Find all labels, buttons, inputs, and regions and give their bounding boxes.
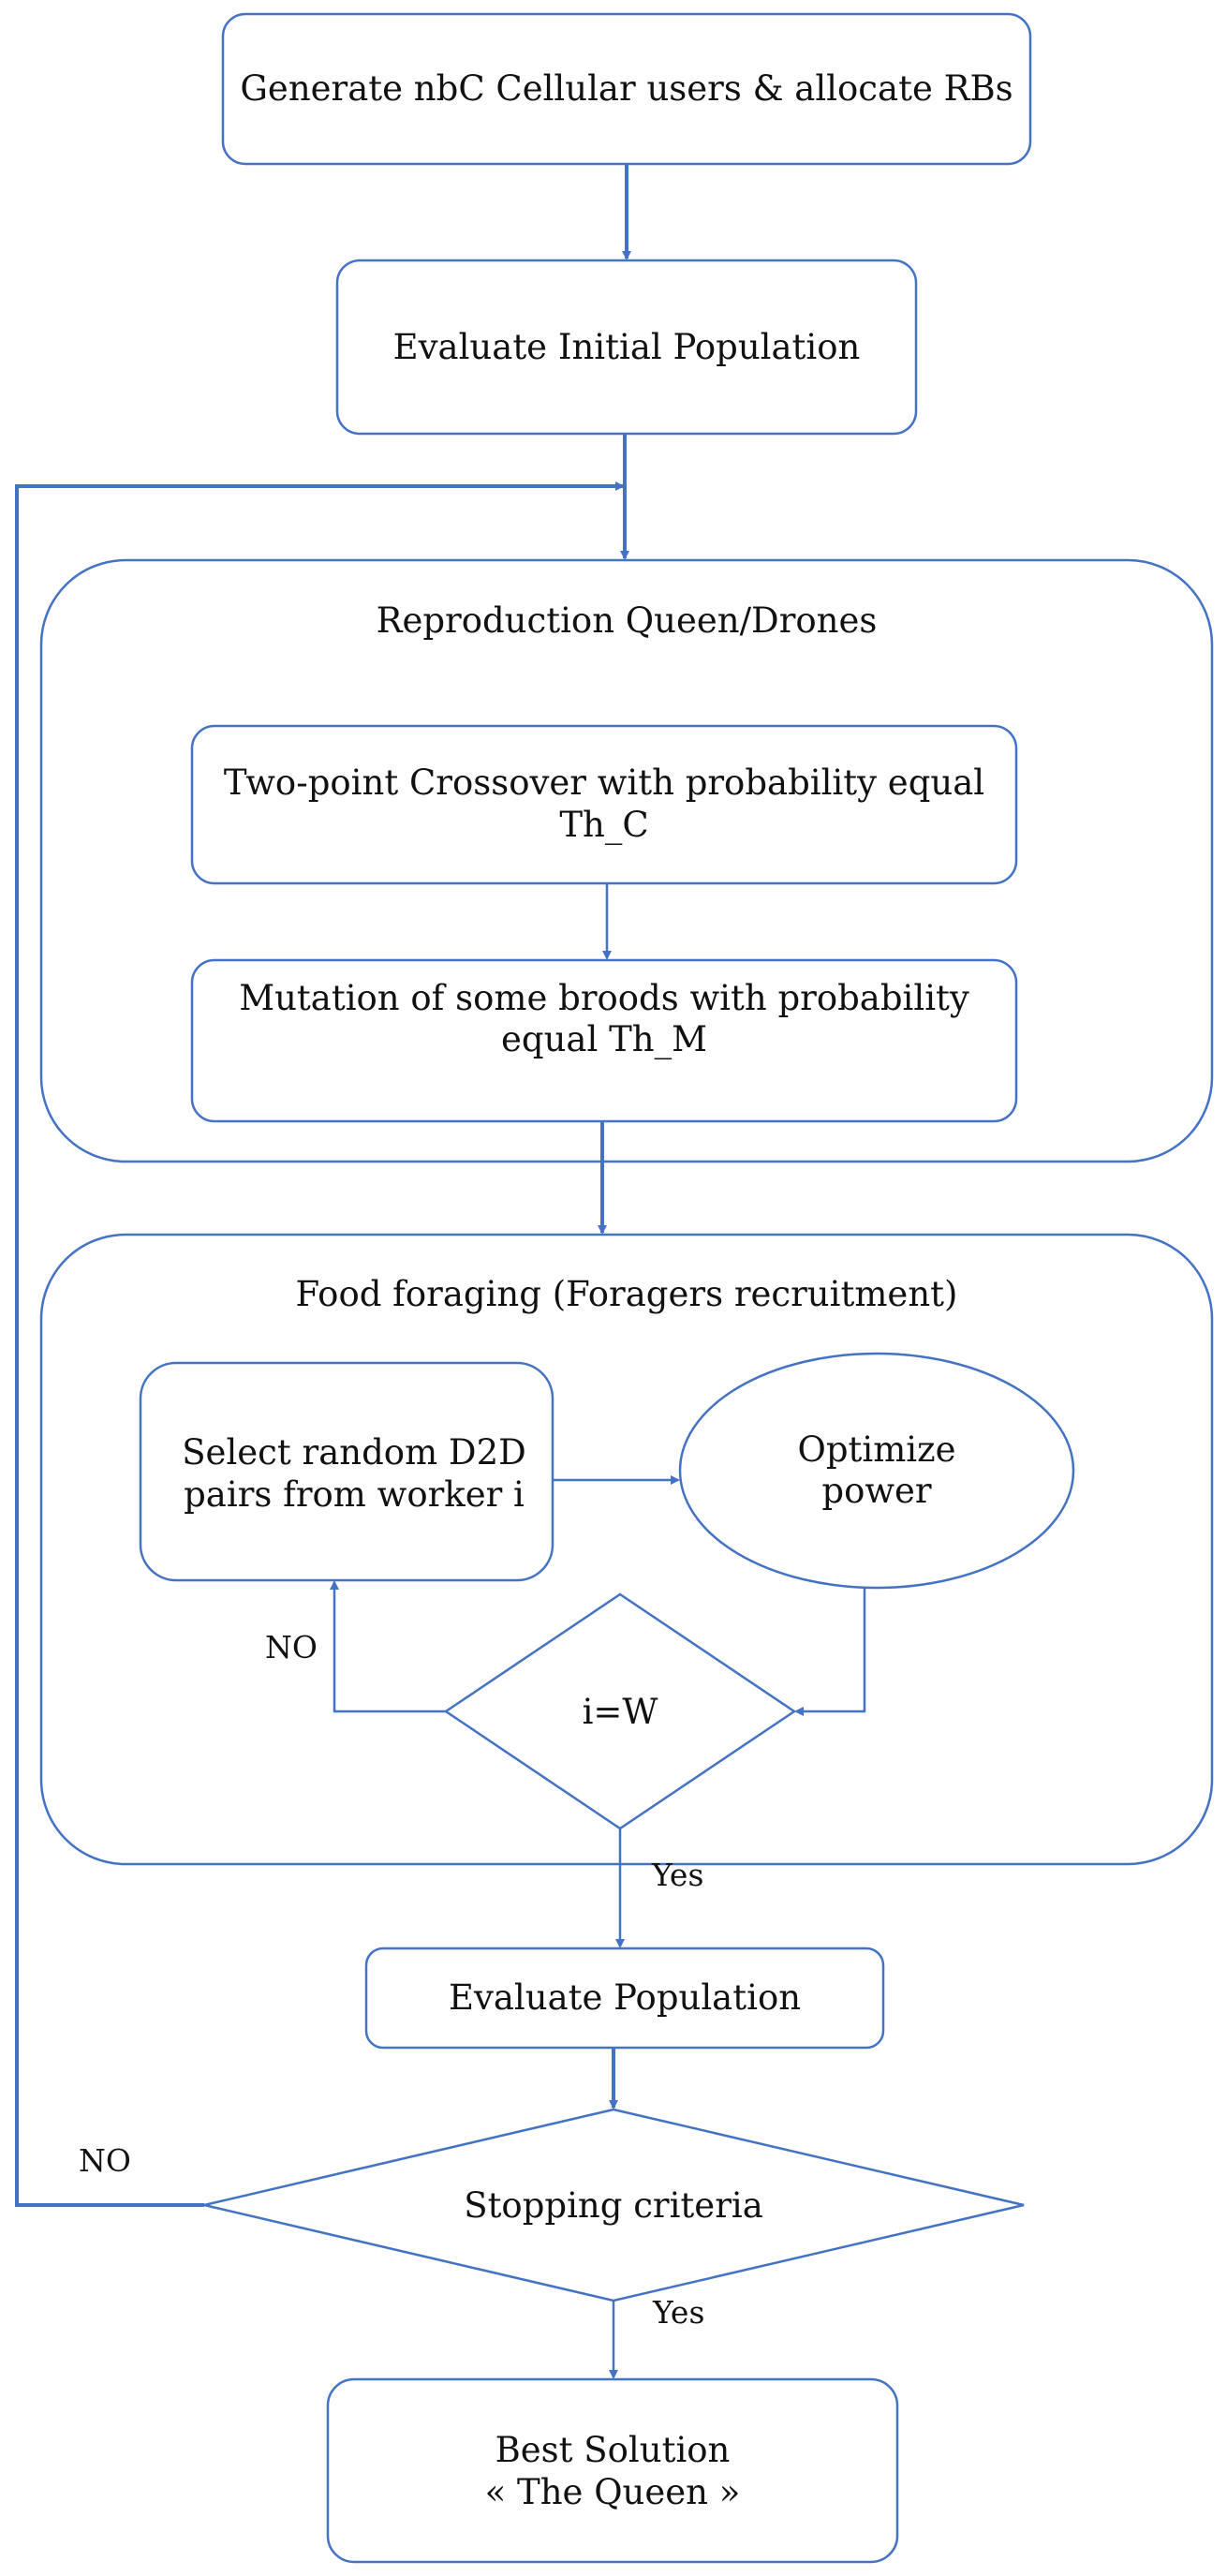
select-d2d-text-line1: Select random D2D [182, 1432, 526, 1473]
label-no-inner: NO [265, 1629, 318, 1666]
crossover-box [190, 724, 1018, 885]
optimize-power-text-line2: power [821, 1471, 932, 1511]
mutation-text-line2: equal Th_M [501, 1019, 707, 1060]
foraging-title: Food foraging (Foragers recruitment) [296, 1274, 958, 1314]
select-d2d-text-line2: pairs from worker i [184, 1474, 525, 1515]
generate-text: Generate nbC Cellular users & allocate R… [240, 68, 1013, 109]
evaluate-initial-text: Evaluate Initial Population [393, 327, 861, 367]
crossover-text-line2: Th_C [559, 805, 648, 846]
evaluate-population-box [364, 1947, 885, 2050]
best-solution-text-line2: « The Queen » [485, 2472, 741, 2512]
evaluate-population-text: Evaluate Population [449, 1977, 801, 2018]
loop-back-line [15, 481, 625, 2207]
crossover-text-line1: Two-point Crossover with probability equ… [224, 762, 984, 803]
arrow-optimize-to-decision [794, 1588, 866, 1716]
label-no-outer: NO [79, 2142, 131, 2179]
optimize-power-ellipse [678, 1352, 1075, 1590]
label-yes-inner: Yes [651, 1857, 703, 1893]
mutation-text-line1: Mutation of some broods with probability [239, 978, 969, 1018]
reproduction-title: Reproduction Queen/Drones [377, 600, 878, 641]
best-solution-box [326, 2377, 899, 2564]
best-solution-text-line1: Best Solution [495, 2430, 731, 2470]
stopping-criteria-text: Stopping criteria [464, 2185, 763, 2226]
decision-iw-text: i=W [583, 1692, 658, 1732]
arrow-decision-no-to-select [330, 1580, 446, 1713]
optimize-power-text-line1: Optimize [797, 1429, 955, 1470]
label-yes-outer: Yes [652, 2294, 704, 2331]
select-d2d-box [139, 1361, 554, 1582]
